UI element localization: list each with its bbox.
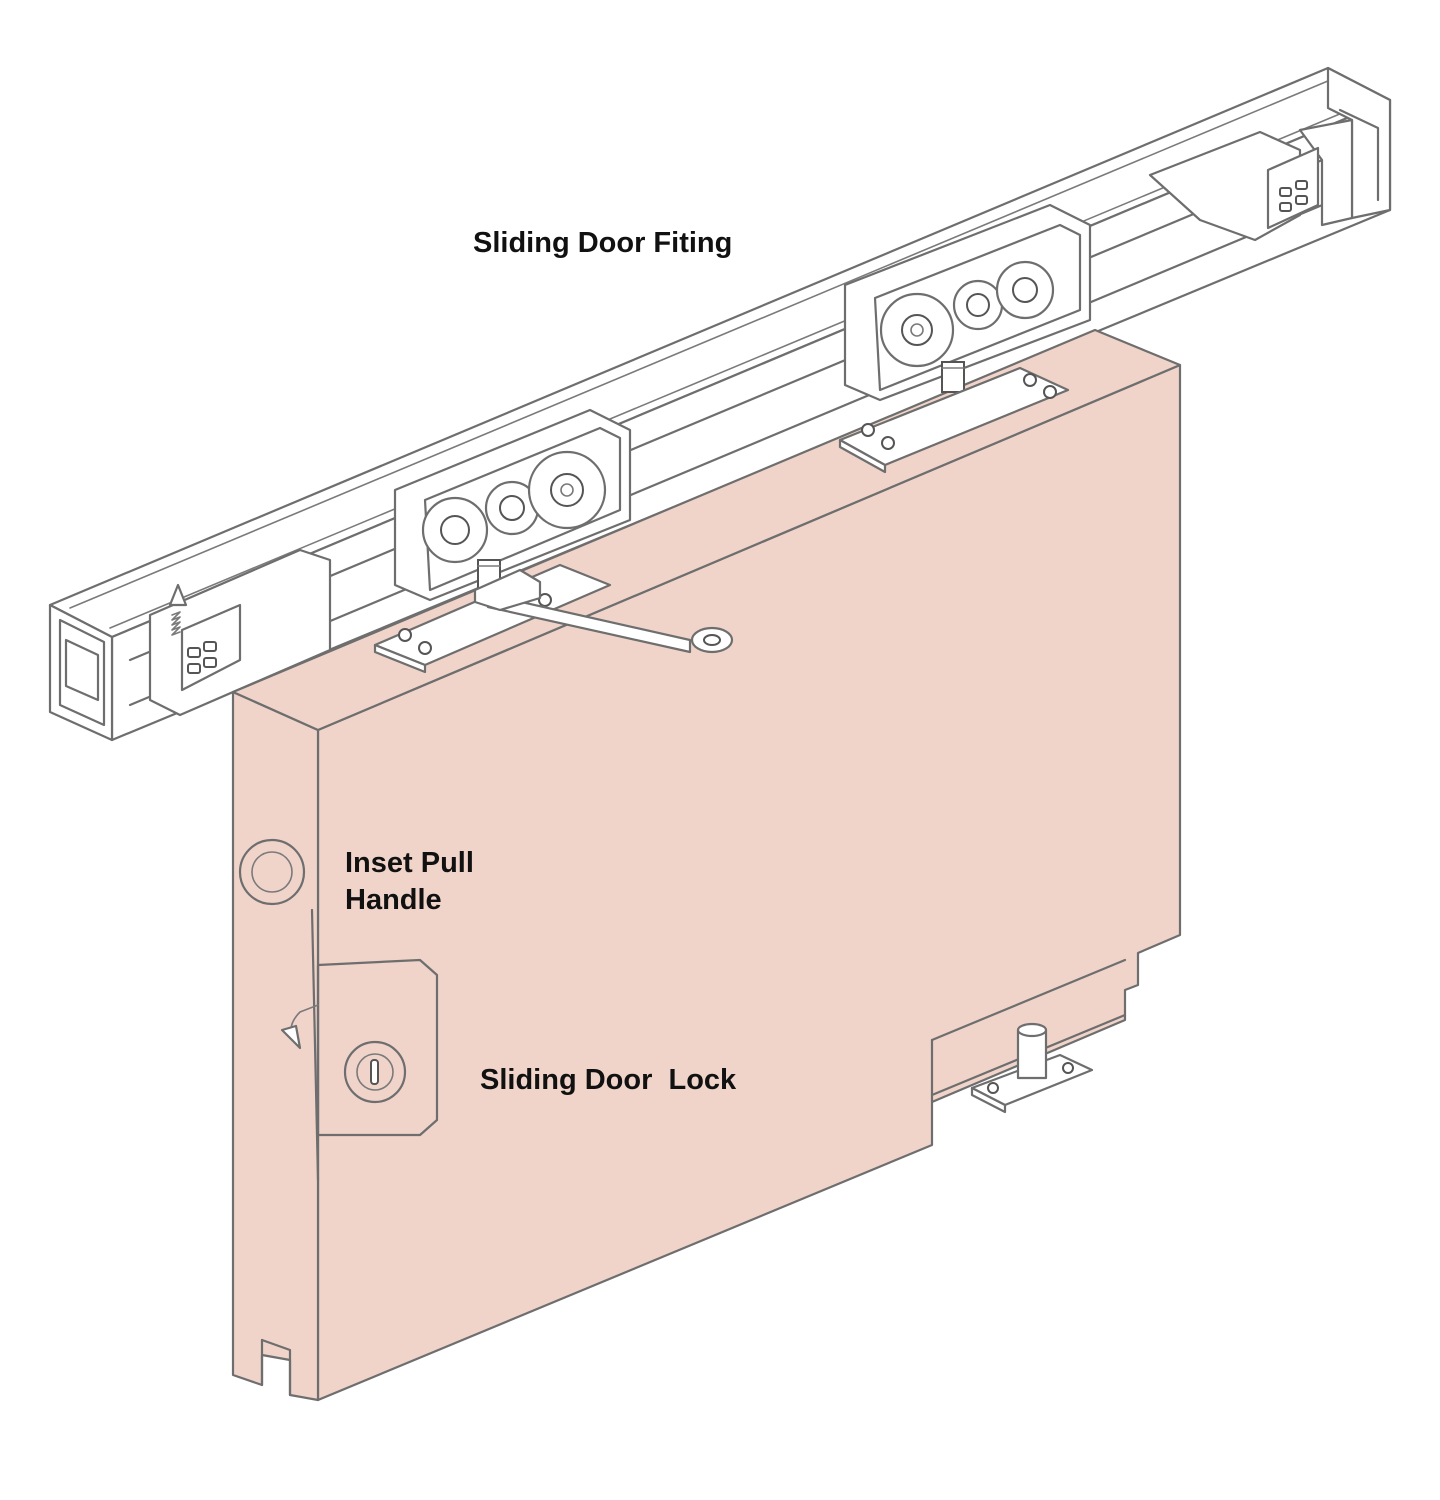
label-inset-pull-handle-line2: Handle <box>345 884 442 916</box>
label-sliding-door-lock: Sliding Door Lock <box>480 1064 737 1096</box>
floor-guide <box>970 1022 1094 1114</box>
sliding-door-lock <box>280 908 439 1182</box>
right-track-stopper <box>1148 130 1320 242</box>
label-sliding-door-fitting: Sliding Door Fiting <box>473 227 732 259</box>
door-edge-face <box>231 690 320 1402</box>
label-inset-pull-handle-line1: Inset Pull <box>345 847 474 879</box>
left-track-stopper <box>148 548 332 717</box>
right-roller-carriage <box>843 203 1092 402</box>
right-mounting-plate <box>838 366 1070 474</box>
inset-pull-handle <box>238 838 306 906</box>
adjustment-wrench <box>473 568 734 654</box>
door-front-face <box>316 363 1182 1402</box>
left-roller-carriage <box>393 408 632 602</box>
